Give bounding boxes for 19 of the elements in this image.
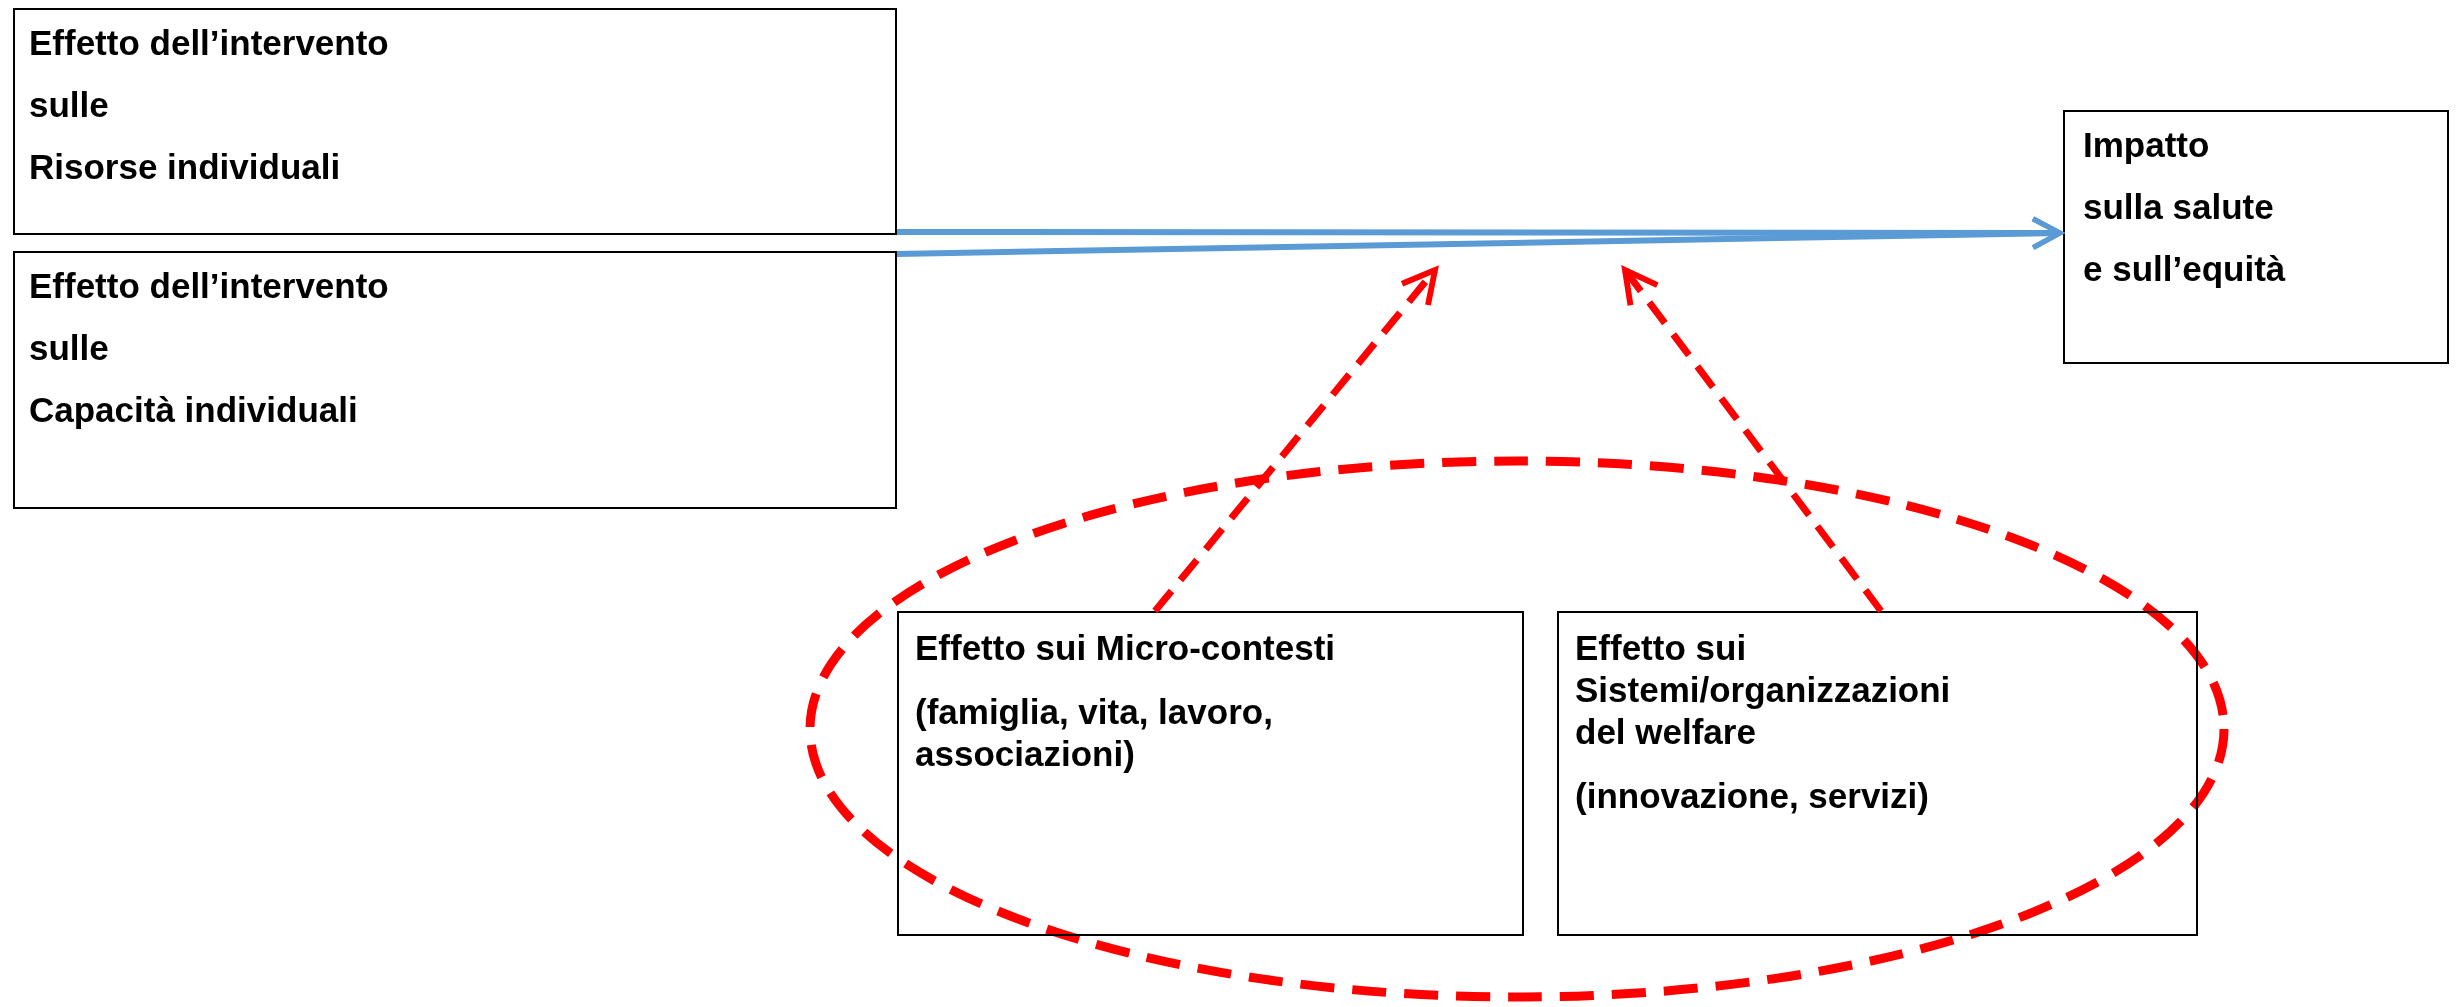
text-box [2063, 110, 2449, 364]
box-text: Capacità individuali [29, 389, 359, 431]
box-text: Effetto dell’intervento [29, 265, 390, 307]
box-text: e sull’equità [2083, 248, 2287, 290]
box-text: sulle [29, 327, 110, 369]
box-text: Effetto dell’intervento [29, 22, 390, 64]
box-text: Risorse individuali [29, 146, 342, 188]
box-text: (famiglia, vita, lavoro, associazioni) [915, 691, 1274, 775]
box-text: sulla salute [2083, 186, 2275, 228]
arrow [1622, 267, 1884, 614]
box-text: (innovazione, servizi) [1575, 775, 1930, 817]
arrow [896, 216, 2063, 257]
text-box [13, 251, 897, 509]
box-text: Effetto sui Micro-contesti [915, 627, 1337, 669]
box-text: sulle [29, 84, 110, 126]
box-text: Impatto [2083, 124, 2211, 166]
arrow [1152, 267, 1438, 614]
text-box [13, 8, 897, 235]
box-text: Effetto sui Sistemi/organizzazioni del welfare [1575, 627, 1952, 753]
